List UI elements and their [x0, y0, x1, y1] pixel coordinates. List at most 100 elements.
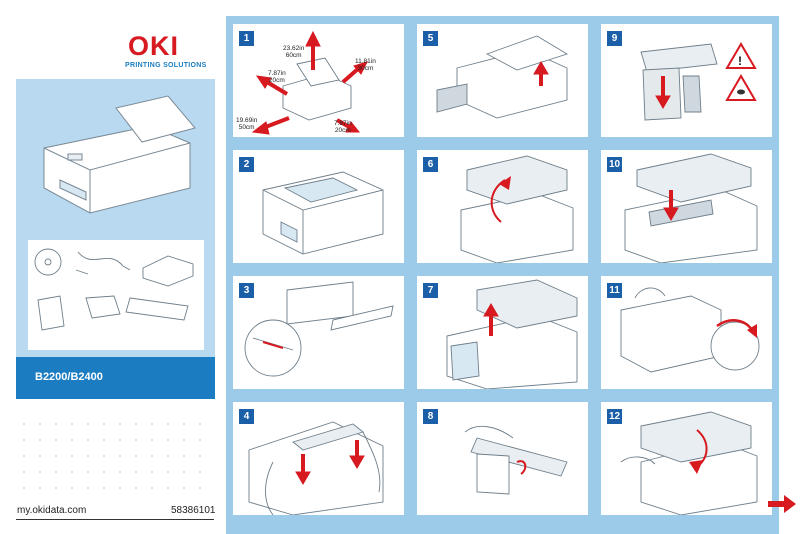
hot-surface-warning-icon — [725, 74, 757, 101]
grid-dot — [55, 455, 57, 457]
grid-dot — [87, 423, 89, 425]
step-3-panel: 3 — [233, 276, 404, 389]
part-number: 58386101 — [171, 505, 216, 516]
grid-dot — [103, 423, 105, 425]
grid-dot — [167, 455, 169, 457]
grid-dot — [71, 439, 73, 441]
power-cable-icon — [77, 251, 131, 271]
grid-dot — [199, 439, 201, 441]
grid-dot — [119, 423, 121, 425]
brand-tagline: PRINTING SOLUTIONS — [125, 62, 207, 69]
model-label: B2200/B2400 — [35, 371, 103, 383]
step-6-panel: 6 — [417, 150, 588, 263]
step-number-badge: 6 — [423, 157, 438, 172]
reinsert-drum-illustration — [624, 153, 758, 263]
grid-dot — [87, 439, 89, 441]
grid-dot — [135, 439, 137, 441]
dot-grid — [23, 423, 201, 489]
grid-dot — [71, 455, 73, 457]
model-bar — [16, 357, 215, 399]
accessories-panel — [28, 240, 204, 350]
open-cover-illustration — [248, 421, 384, 515]
grid-dot — [119, 471, 121, 473]
step-9-panel: 9 ! — [601, 24, 772, 137]
grid-dot — [151, 423, 153, 425]
grid-dot — [167, 487, 169, 489]
grid-dot — [39, 487, 41, 489]
printer-small-icon — [142, 255, 194, 287]
step-2-panel: 2 — [233, 150, 404, 263]
remove-tape-illustration — [244, 281, 394, 377]
step-number-badge: 11 — [607, 283, 622, 298]
grid-dot — [39, 423, 41, 425]
grid-dot — [135, 487, 137, 489]
remove-drum-illustration — [446, 279, 578, 389]
manual-icon — [37, 295, 65, 331]
unpack-illustration — [262, 171, 384, 255]
next-page-arrow-icon[interactable] — [766, 493, 798, 515]
grid-dot — [151, 487, 153, 489]
close-cover-illustration — [620, 411, 758, 515]
grid-dot — [23, 423, 25, 425]
grid-dot — [55, 439, 57, 441]
printer-illustration — [43, 95, 196, 214]
grid-dot — [23, 487, 25, 489]
steps-column-2: 5 6 7 — [410, 16, 595, 534]
grid-dot — [39, 471, 41, 473]
clearance-diagram — [251, 30, 368, 135]
website-url[interactable]: my.okidata.com — [17, 505, 87, 516]
grid-dot — [151, 439, 153, 441]
grid-dot — [39, 455, 41, 457]
grid-dot — [87, 487, 89, 489]
step-7-panel: 7 — [417, 276, 588, 389]
step-8-panel: 8 — [417, 402, 588, 515]
svg-text:!: ! — [738, 54, 742, 68]
grid-dot — [199, 423, 201, 425]
grid-dot — [183, 439, 185, 441]
grid-dot — [183, 471, 185, 473]
step-number-badge: 1 — [239, 31, 254, 46]
grid-dot — [167, 423, 169, 425]
grid-dot — [87, 471, 89, 473]
steps-column-3: 9 ! 10 — [594, 16, 779, 534]
grid-dot — [119, 439, 121, 441]
warning-triangle-icon: ! — [725, 42, 757, 69]
lock-drum-illustration — [620, 287, 760, 373]
grid-dot — [55, 487, 57, 489]
grid-dot — [183, 423, 185, 425]
grid-dot — [199, 487, 201, 489]
grid-dot — [71, 471, 73, 473]
grid-dot — [135, 455, 137, 457]
grid-dot — [151, 455, 153, 457]
grid-dot — [151, 471, 153, 473]
grid-dot — [167, 471, 169, 473]
grid-dot — [183, 487, 185, 489]
accessories-illustration — [34, 248, 194, 331]
step-number-badge: 3 — [239, 283, 254, 298]
step-12-panel: 12 — [601, 402, 772, 515]
step-10-panel: 10 — [601, 150, 772, 263]
step-number-badge: 8 — [423, 409, 438, 424]
grid-dot — [119, 455, 121, 457]
grid-dot — [119, 487, 121, 489]
grid-dot — [167, 439, 169, 441]
grid-dot — [23, 471, 25, 473]
grid-dot — [55, 471, 57, 473]
grid-dot — [39, 439, 41, 441]
grid-dot — [71, 487, 73, 489]
step-number-badge: 12 — [607, 409, 622, 424]
grid-dot — [199, 455, 201, 457]
grid-dot — [103, 471, 105, 473]
grid-dot — [103, 487, 105, 489]
grid-dot — [55, 423, 57, 425]
step-4-panel: 4 — [233, 402, 404, 515]
step-number-badge: 10 — [607, 157, 622, 172]
grid-dot — [23, 455, 25, 457]
grid-dot — [87, 455, 89, 457]
